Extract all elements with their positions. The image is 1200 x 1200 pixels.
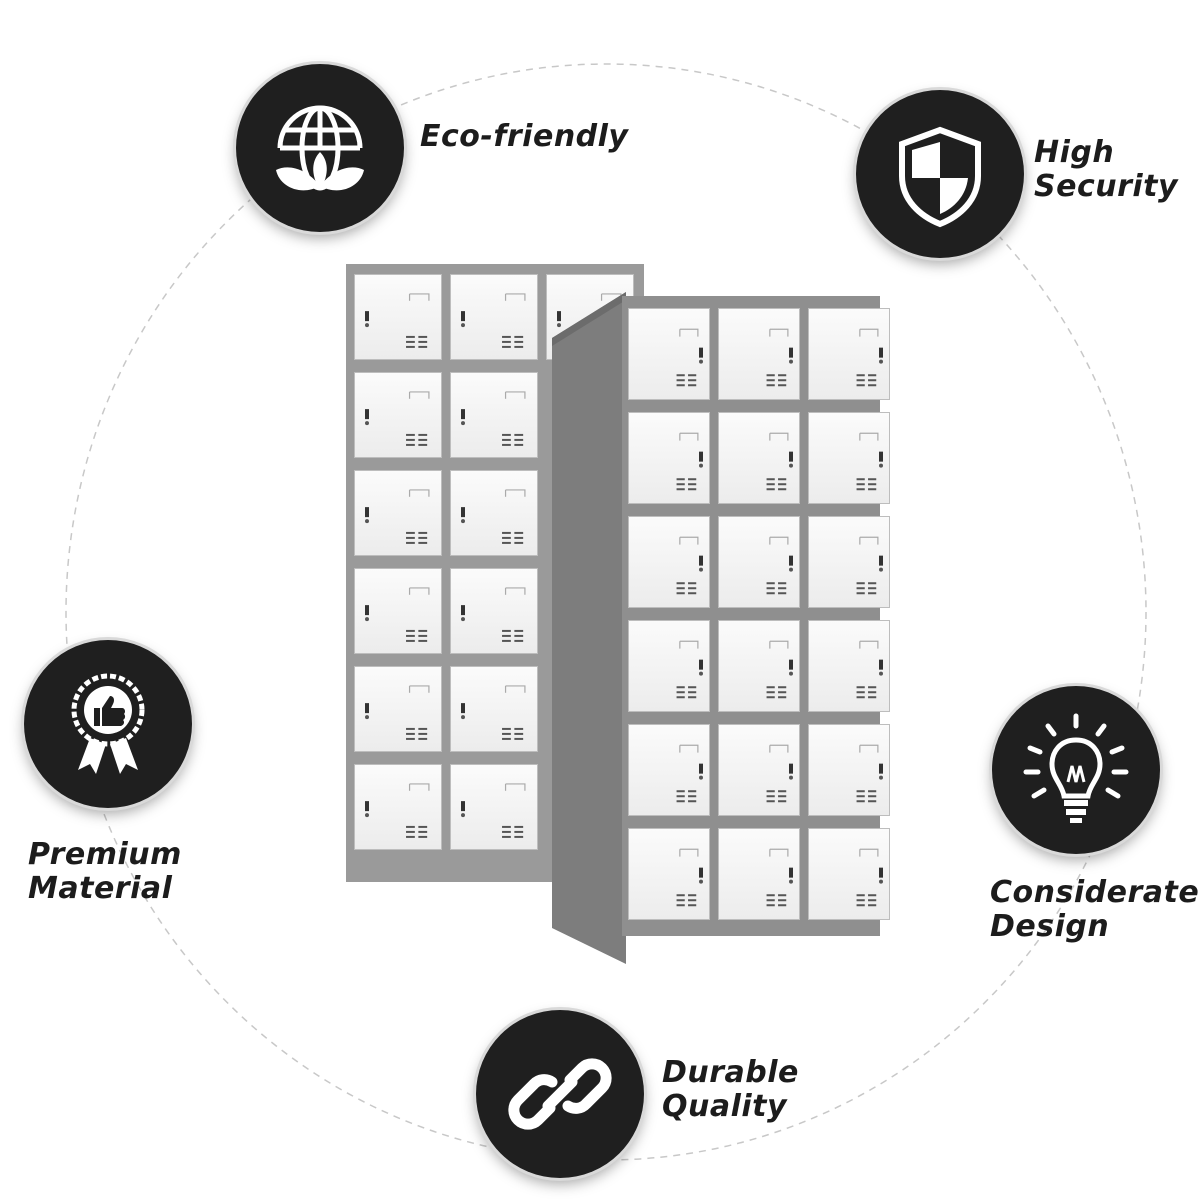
locker-door [450, 568, 538, 654]
locker-door [450, 666, 538, 752]
feature-label-eco: Eco-friendly [420, 119, 629, 154]
feature-label-design: Considerate Design [990, 875, 1200, 944]
locker-door [354, 274, 442, 360]
locker-door [628, 308, 710, 400]
locker-door [808, 516, 890, 608]
feature-label-durable: Durable Quality [662, 1055, 799, 1124]
globe-leaf-icon [276, 105, 364, 191]
locker-door [628, 516, 710, 608]
locker-door [718, 308, 800, 400]
locker-door [354, 372, 442, 458]
lightbulb-icon [1023, 713, 1129, 823]
locker-door [628, 724, 710, 816]
durable-badge [476, 1010, 644, 1178]
locker-door [354, 568, 442, 654]
locker-cabinet-front [552, 292, 890, 964]
locker-door [450, 372, 538, 458]
locker-door [450, 764, 538, 850]
locker-door [808, 724, 890, 816]
locker-door [628, 620, 710, 712]
locker-door [354, 666, 442, 752]
locker-door [628, 828, 710, 920]
cabinet-side-panel [552, 292, 626, 964]
locker-door [808, 308, 890, 400]
locker-door [354, 470, 442, 556]
locker-door [718, 828, 800, 920]
locker-door [808, 412, 890, 504]
locker-door [808, 828, 890, 920]
locker-door [450, 470, 538, 556]
locker-door [450, 274, 538, 360]
locker-door [718, 412, 800, 504]
shield-icon [899, 126, 981, 228]
locker-door [718, 724, 800, 816]
locker-door [718, 620, 800, 712]
locker-door [718, 516, 800, 608]
locker-door [808, 620, 890, 712]
locker-door [354, 764, 442, 850]
security-badge [856, 90, 1024, 258]
eco-badge [236, 64, 404, 232]
feature-label-security: High Security [1034, 135, 1179, 204]
chain-link-icon [508, 1058, 612, 1130]
premium-badge [24, 640, 192, 808]
feature-label-premium: Premium Material [28, 837, 182, 906]
design-badge [992, 686, 1160, 854]
award-ribbon-thumbs-up-icon [71, 673, 145, 774]
locker-door [628, 412, 710, 504]
